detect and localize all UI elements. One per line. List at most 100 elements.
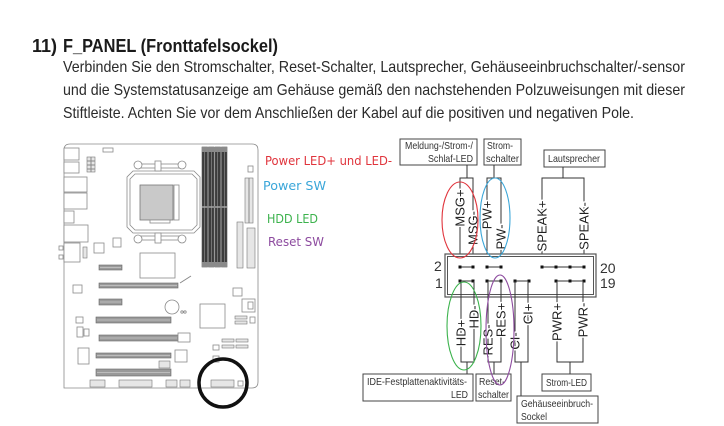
- pin: [499, 265, 503, 269]
- pin-label-pwr-minus: PWR-: [576, 303, 591, 338]
- section-title: F_PANEL (Fronttafelsockel): [63, 36, 278, 56]
- motherboard-diagram: [58, 143, 259, 409]
- slot-latch: [177, 332, 191, 343]
- bottom-pin-labels: HD+ HD- RES- RES+ CI- CI+ PWR+ PWR-: [452, 301, 592, 357]
- bottom-headers: [89, 379, 244, 388]
- pin-label-speak-plus: SPEAK+: [535, 201, 550, 252]
- label-text: Strom-LED: [546, 377, 587, 389]
- pin: [458, 265, 462, 269]
- component: [77, 347, 90, 365]
- pin-label-hd-minus: HD-: [467, 305, 482, 328]
- component: [72, 284, 83, 294]
- pin-label-speak-minus: SPEAK-: [577, 202, 592, 250]
- header-connector: [165, 379, 178, 388]
- label-text: schalter: [486, 153, 519, 165]
- io-port: [63, 176, 88, 193]
- sata-connector: [221, 344, 235, 349]
- rear-io-panel: [58, 147, 89, 263]
- pin: [471, 279, 475, 283]
- pin: [568, 265, 572, 269]
- header-connector: [118, 379, 153, 388]
- audio-jacks: [63, 242, 81, 263]
- pin-number-20: 20: [600, 260, 616, 276]
- pin-row-top: [458, 265, 586, 269]
- label-text: LED: [451, 389, 468, 401]
- label-box-power-switch: Strom- schalter: [483, 138, 522, 166]
- pin-number-19: 19: [600, 275, 616, 291]
- section-header: 11) F_PANEL (Fronttafelsockel): [32, 36, 278, 56]
- label-box-hdd-led: IDE-Festplattenaktivitäts- LED: [362, 373, 474, 402]
- component: [112, 237, 122, 248]
- io-port: [63, 224, 89, 243]
- pin: [458, 279, 462, 283]
- component: [93, 242, 105, 254]
- legend-hdd-led: HDD LED: [267, 212, 318, 226]
- pin: [471, 265, 475, 269]
- label-text: Gehäuseeinbruch-: [521, 398, 593, 410]
- ide-connector: [246, 227, 256, 269]
- pin: [485, 265, 489, 269]
- pin-number-1: 1: [435, 275, 443, 291]
- header-connector: [179, 379, 191, 388]
- bottom-wiring: [460, 281, 584, 396]
- label-text: Sockel: [521, 411, 547, 423]
- pin: [582, 265, 586, 269]
- label-box-message-led: Meldung-/Strom-/ Schlaf-LED: [399, 138, 478, 166]
- cpu-chip: [139, 184, 174, 221]
- component: [83, 328, 90, 337]
- jumper: [183, 310, 187, 314]
- sata-connector: [221, 338, 235, 343]
- section-description: Verbinden Sie den Stromschalter, Reset-S…: [63, 59, 686, 122]
- label-text: Strom-: [487, 140, 513, 152]
- label-text: IDE-Festplattenaktivitäts-: [367, 376, 467, 388]
- fan-header: [82, 246, 88, 259]
- small-header: [247, 165, 254, 173]
- component: [76, 326, 84, 338]
- pin: [568, 279, 572, 283]
- cpu-power-connector: [86, 156, 96, 173]
- socket-lever: [173, 184, 180, 221]
- pin-label-msg-plus: MSG+: [453, 189, 468, 226]
- pin-label-ci-plus: CI+: [521, 304, 536, 325]
- pin-label-ci-minus: CI-: [508, 332, 523, 349]
- label-box-power-led: Strom-LED: [541, 373, 592, 392]
- sata-connector: [235, 338, 249, 343]
- pin: [485, 279, 489, 283]
- pin: [527, 279, 531, 283]
- pin: [582, 279, 586, 283]
- section-number: 11): [32, 36, 57, 56]
- highlight-reset-sw-ellipse: [485, 274, 515, 386]
- f-panel-connector: [444, 253, 597, 298]
- highlight-power-led-ellipse: [441, 181, 479, 259]
- memory-slots: [201, 146, 228, 268]
- top-pin-labels: MSG+ MSG- PW+ PW- SPEAK+ SPEAK-: [451, 188, 593, 253]
- pin-label-hd-plus: HD+: [454, 320, 469, 346]
- f-panel-highlight-circle: [197, 357, 249, 409]
- atx-power-connector: [244, 177, 254, 224]
- audio-jack: [58, 254, 64, 260]
- legend-reset-sw: Reset SW: [268, 235, 324, 249]
- component: [174, 349, 188, 363]
- legend-power-led: Power LED+ und LED-: [265, 154, 392, 168]
- expansion-slots: [95, 264, 192, 377]
- io-port: [63, 147, 80, 161]
- label-box-chassis-intrusion: Gehäuseeinbruch- Sockel: [516, 395, 599, 424]
- pin-label-pw-minus: PW-: [494, 224, 509, 249]
- io-port: [63, 192, 88, 210]
- pin-label-pw-plus: PW+: [480, 201, 495, 230]
- label-text: schalter: [478, 389, 509, 401]
- legend-power-sw: Power SW: [263, 179, 326, 193]
- ide-connector: [236, 221, 244, 269]
- cmos-battery: [164, 299, 180, 315]
- description-line: Verbinden Sie den Stromschalter, Reset-S…: [63, 59, 686, 76]
- label-text: Meldung-/Strom-/: [405, 140, 473, 152]
- sata-connector: [234, 315, 248, 320]
- component: [75, 316, 84, 324]
- pin: [540, 265, 544, 269]
- sata-connector: [234, 320, 248, 325]
- sata-connector: [235, 344, 249, 349]
- label-box-speaker: Lautsprecher: [543, 149, 606, 168]
- description-line: Stiftleiste. Achten Sie vor dem Anschlie…: [63, 105, 634, 122]
- highlight-power-sw-ellipse: [479, 177, 511, 259]
